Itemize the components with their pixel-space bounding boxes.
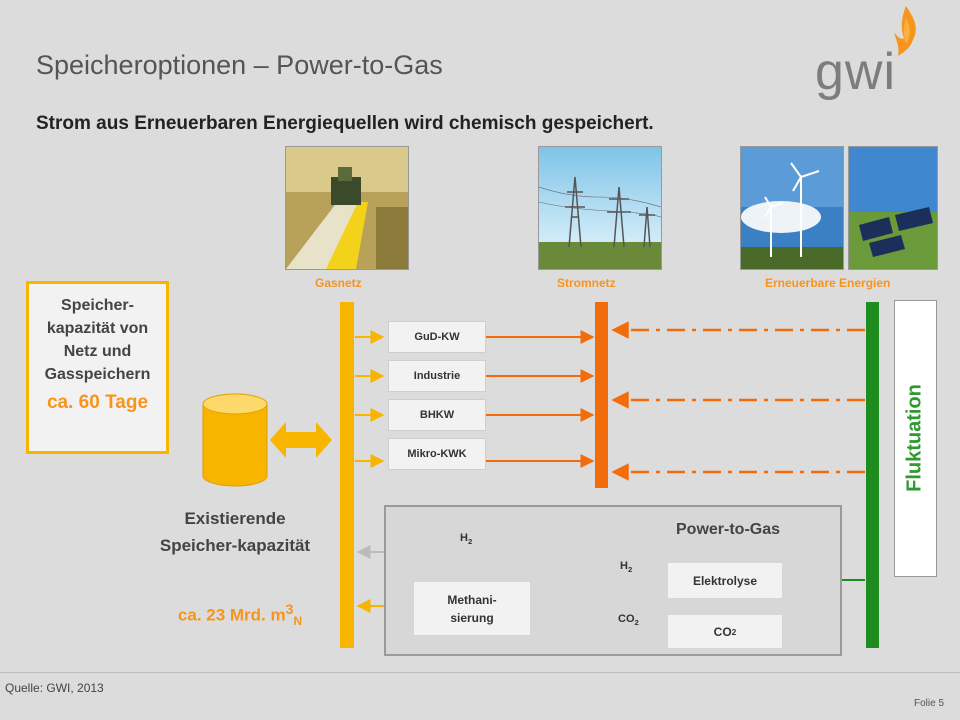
h2-output-label: H2 xyxy=(460,532,473,547)
gas-pipeline-photo xyxy=(285,146,409,270)
consumer-mikro-kwk: Mikro-KWK xyxy=(388,438,486,470)
slide-subtitle: Strom aus Erneuerbaren Energiequellen wi… xyxy=(36,113,654,134)
consumer-gud-kw: GuD-KW xyxy=(388,321,486,353)
fluctuation-box: Fluktuation xyxy=(894,300,937,577)
gwi-logo: gwi xyxy=(815,43,897,101)
solar-panels-photo xyxy=(848,146,938,270)
erneuerbare-bar xyxy=(866,302,879,648)
wind-turbines-photo xyxy=(740,146,844,270)
fluctuation-label: Fluktuation xyxy=(903,384,926,492)
stromnetz-bar xyxy=(595,302,608,488)
consumer-bhkw: BHKW xyxy=(388,399,486,431)
power-to-gas-title: Power-to-Gas xyxy=(676,521,781,538)
slide-number: Folie 5 xyxy=(914,698,945,709)
methanisierung-label: Methani-sierung xyxy=(447,592,497,625)
label-gasnetz: Gasnetz xyxy=(315,276,362,290)
grid-storage-capacity-box: Speicher-kapazität von Netz und Gasspeic… xyxy=(26,281,169,454)
footer-divider xyxy=(0,672,960,673)
existing-storage-value: ca. 23 Mrd. m3N xyxy=(177,602,303,629)
source-note: Quelle: GWI, 2013 xyxy=(5,681,104,695)
slide-title: Speicheroptionen – Power-to-Gas xyxy=(36,50,443,80)
label-erneuerbare-energien: Erneuerbare Energien xyxy=(765,276,891,290)
h2-label: H2 xyxy=(620,560,633,575)
capacity-box-text: Speicher-kapazität von Netz und Gasspeic… xyxy=(44,297,151,383)
existing-storage-text: Existierende Speicher-kapazität xyxy=(159,509,311,555)
power-lines-photo xyxy=(538,146,662,270)
elektrolyse-box: Elektrolyse xyxy=(668,563,782,598)
capacity-box-value: ca. 60 Tage xyxy=(46,392,149,413)
methanisierung-box: Methani-sierung xyxy=(414,582,530,635)
label-stromnetz: Stromnetz xyxy=(557,276,616,290)
consumer-industrie: Industrie xyxy=(388,360,486,392)
storage-cylinder-icon xyxy=(202,393,332,487)
storage-exchange-arrow-icon xyxy=(270,422,332,458)
gasnetz-bar xyxy=(340,302,354,648)
co2-label: CO2 xyxy=(618,613,639,628)
flame-icon xyxy=(894,6,916,56)
